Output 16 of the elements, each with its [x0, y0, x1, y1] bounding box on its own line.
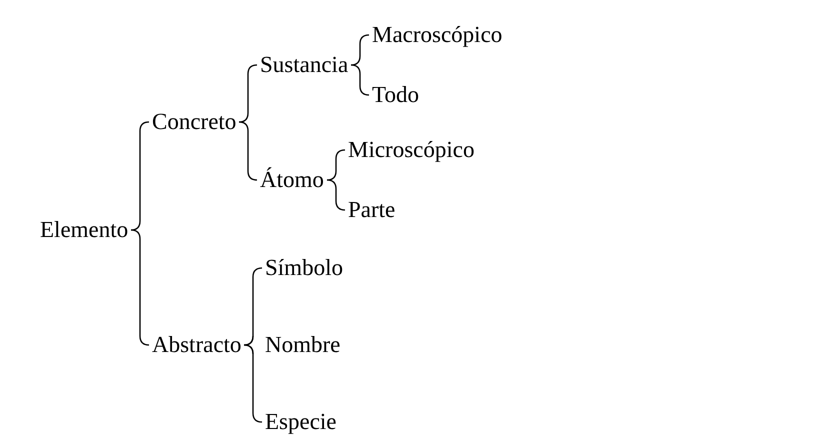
- term-label: Átomo: [260, 167, 324, 193]
- term-label: Elemento: [40, 217, 128, 243]
- brace-line: [326, 179, 346, 211]
- brace-line: [326, 149, 346, 181]
- brace-line: [350, 34, 370, 66]
- term-label: Concreto: [152, 109, 236, 135]
- term-label: Todo: [372, 82, 419, 108]
- term-label: Símbolo: [265, 255, 343, 281]
- term-label: Especie: [265, 409, 337, 435]
- term-label: Sustancia: [260, 52, 348, 78]
- brace-line: [350, 64, 370, 96]
- term-label: Macroscópico: [372, 22, 502, 48]
- term-label: Nombre: [265, 332, 340, 358]
- term-label: Parte: [348, 197, 396, 223]
- term-label: Microscópico: [348, 137, 474, 163]
- term-label: Abstracto: [152, 332, 242, 358]
